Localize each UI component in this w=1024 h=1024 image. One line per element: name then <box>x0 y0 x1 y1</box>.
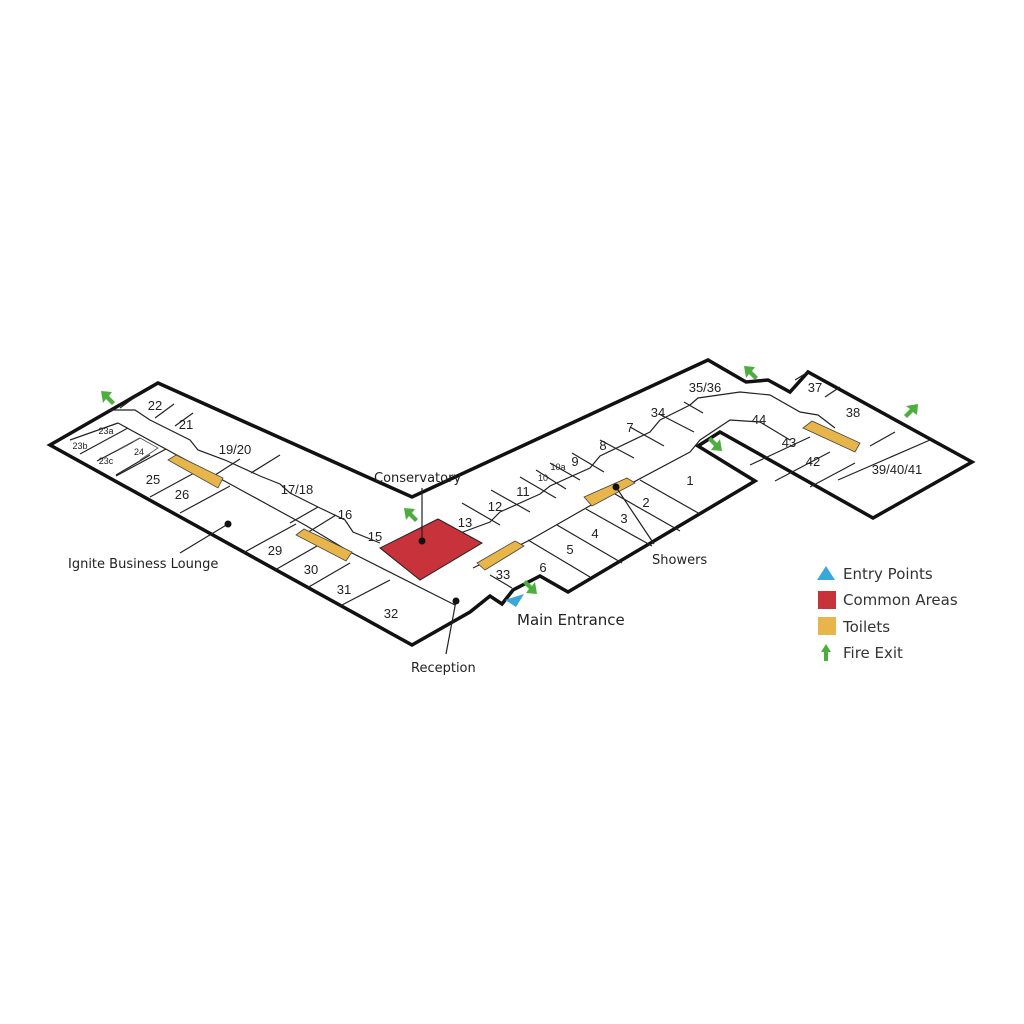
room-24[interactable]: 24 <box>134 447 144 457</box>
room-25[interactable]: 25 <box>146 472 160 487</box>
fire-exits <box>101 366 918 594</box>
toilets <box>167 420 861 571</box>
fire-exit-arrow-icon <box>404 508 418 522</box>
room-22[interactable]: 22 <box>148 398 162 413</box>
conservatory-area[interactable] <box>379 518 484 581</box>
room-3[interactable]: 3 <box>620 511 627 526</box>
room-23a[interactable]: 23a <box>98 426 113 436</box>
legend-entry: Entry Points <box>843 565 933 583</box>
room-23c[interactable]: 23c <box>99 456 114 466</box>
room-17-18[interactable]: 17/18 <box>281 482 314 497</box>
reception-label: Reception <box>411 661 476 676</box>
fire-exit-arrow-icon <box>821 644 831 661</box>
entry-triangle-icon <box>817 566 835 580</box>
room-10a[interactable]: 10a <box>550 462 565 472</box>
main-entrance-triangle-icon <box>505 594 524 607</box>
room-31[interactable]: 31 <box>337 582 351 597</box>
fire-exit-arrow-icon <box>101 391 115 405</box>
legend-toilets: Toilets <box>842 618 890 636</box>
room-dividers-right <box>461 371 931 589</box>
corridor-wall <box>454 391 836 536</box>
room-24-outline <box>117 437 159 461</box>
fire-exit-arrow-icon <box>904 404 918 418</box>
room-9[interactable]: 9 <box>571 454 578 469</box>
showers-block[interactable] <box>583 477 636 507</box>
room-35-36[interactable]: 35/36 <box>689 380 722 395</box>
room-8[interactable]: 8 <box>599 438 606 453</box>
legend-common: Common Areas <box>843 591 958 609</box>
room-44[interactable]: 44 <box>752 412 766 427</box>
fire-exit-arrow-icon <box>523 580 537 594</box>
fire-exit-arrow-icon <box>708 437 722 451</box>
room-26[interactable]: 26 <box>175 487 189 502</box>
room-23b[interactable]: 23b <box>72 441 87 451</box>
room-1[interactable]: 1 <box>686 473 693 488</box>
room-2[interactable]: 2 <box>642 495 649 510</box>
toilet-block[interactable] <box>476 540 525 571</box>
legend-fire-exit: Fire Exit <box>843 644 903 662</box>
toilet-block[interactable] <box>802 420 861 453</box>
callout-leaders <box>179 486 655 655</box>
room-32[interactable]: 32 <box>384 606 398 621</box>
common-swatch <box>818 591 836 609</box>
room-42[interactable]: 42 <box>806 454 820 469</box>
room-38[interactable]: 38 <box>846 405 860 420</box>
corridor-wall <box>108 409 381 544</box>
toilet-block[interactable] <box>167 454 224 489</box>
toilet-block[interactable] <box>295 528 353 562</box>
room-11[interactable]: 11 <box>516 484 530 499</box>
corridor-wall <box>472 419 791 569</box>
room-34[interactable]: 34 <box>651 405 665 420</box>
showers-label: Showers <box>652 553 707 568</box>
room-5[interactable]: 5 <box>566 542 573 557</box>
conservatory-label: Conservatory <box>374 471 461 486</box>
room-16[interactable]: 16 <box>338 507 352 522</box>
room-12[interactable]: 12 <box>488 499 502 514</box>
room-37[interactable]: 37 <box>808 380 822 395</box>
room-13[interactable]: 13 <box>458 515 472 530</box>
room-29[interactable]: 29 <box>268 543 282 558</box>
fire-exit-arrow-icon <box>744 366 758 380</box>
room-4[interactable]: 4 <box>591 526 598 541</box>
room-33[interactable]: 33 <box>496 567 510 582</box>
toilets-swatch <box>818 617 836 635</box>
room-21[interactable]: 21 <box>179 417 193 432</box>
room-39-40-41[interactable]: 39/40/41 <box>872 462 923 477</box>
callout-dots <box>224 483 620 605</box>
room-19-20[interactable]: 19/20 <box>219 442 252 457</box>
building-outline <box>46 358 976 648</box>
room-43[interactable]: 43 <box>782 435 796 450</box>
lounge-label: Ignite Business Lounge <box>68 557 218 572</box>
room-6[interactable]: 6 <box>539 560 546 575</box>
room-15[interactable]: 15 <box>368 529 382 544</box>
room-labels: 1 2 3 4 5 6 7 8 9 10 10a 11 12 13 15 16 … <box>72 380 922 621</box>
room-30[interactable]: 30 <box>304 562 318 577</box>
room-10[interactable]: 10 <box>538 473 548 483</box>
room-7[interactable]: 7 <box>626 420 633 435</box>
main-entrance-label: Main Entrance <box>517 611 625 629</box>
legend: Entry Points Common Areas Toilets Fire E… <box>817 565 958 662</box>
